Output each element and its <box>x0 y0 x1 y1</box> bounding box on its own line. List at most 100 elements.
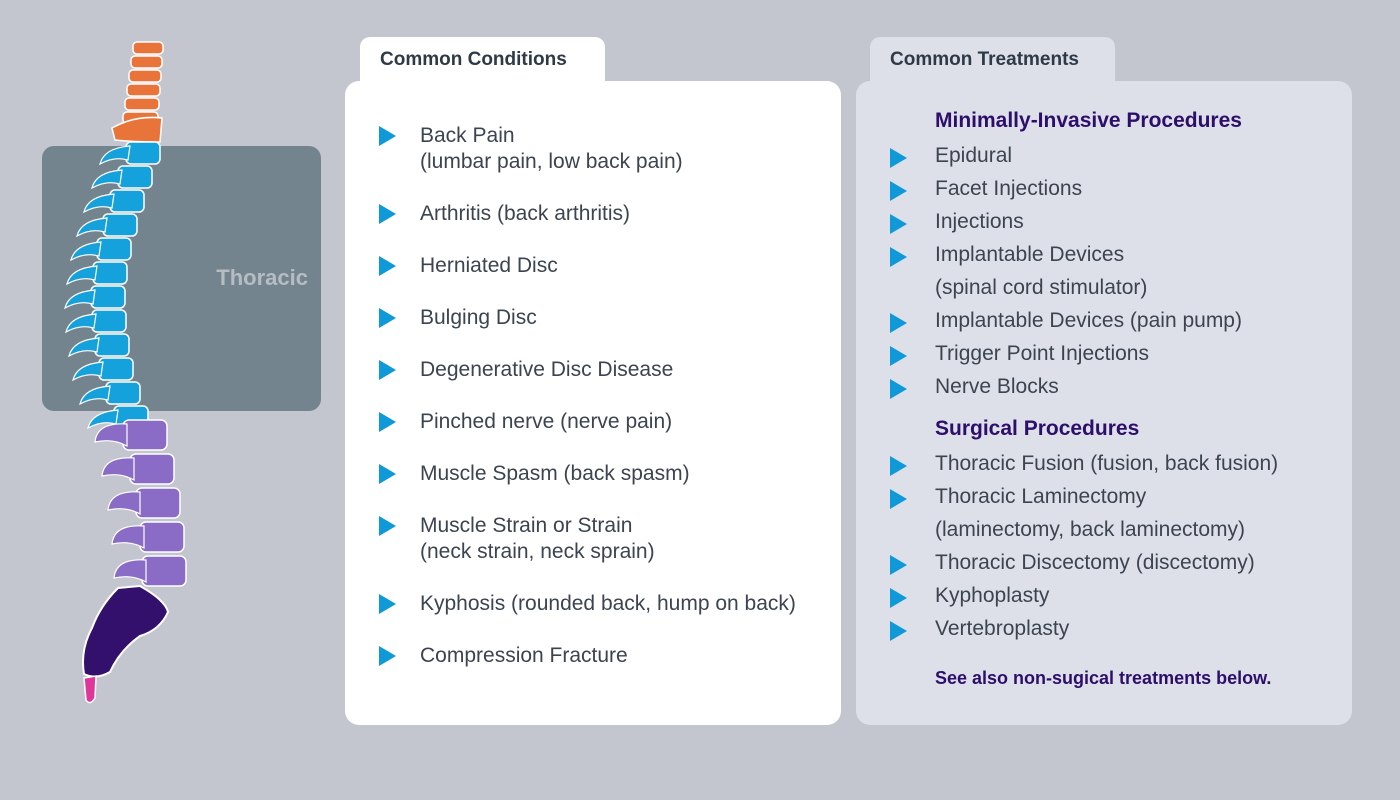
lumbar-vertebra <box>139 521 185 553</box>
lumbar-vertebra <box>129 453 175 485</box>
mi-treatment-item[interactable]: Facet Injections <box>935 172 1082 205</box>
condition-item[interactable]: Degenerative Disc Disease <box>420 357 673 383</box>
thoracic-spinous-process <box>68 337 100 358</box>
mi-treatment-label: Epidural <box>935 144 1013 167</box>
thoracic-vertebra <box>109 189 145 213</box>
thoracic-vertebra <box>98 357 134 381</box>
condition-bullet-icon <box>379 256 396 276</box>
thoracic-spinous-process <box>66 265 98 286</box>
mi-treatment-label: Implantable Devices <box>935 243 1125 266</box>
vertebrae-column <box>64 41 187 704</box>
surgical-treatment-item[interactable]: Thoracic Fusion (fusion, back fusion) <box>935 447 1278 480</box>
condition-item[interactable]: Arthritis (back arthritis) <box>420 201 630 227</box>
mi-treatment-item[interactable]: Injections <box>935 205 1024 238</box>
cervical-vertebra <box>124 97 160 111</box>
lumbar-spinous-process <box>107 491 141 516</box>
lumbar-vertebra <box>122 419 168 451</box>
cervical-vertebra <box>128 69 162 83</box>
condition-bullet-icon <box>379 204 396 224</box>
condition-label: Arthritis (back arthritis) <box>420 202 631 225</box>
condition-item[interactable]: Herniated Disc <box>420 253 558 279</box>
mi-treatment-item[interactable]: Nerve Blocks <box>935 370 1059 403</box>
thoracic-vertebra <box>94 333 130 357</box>
condition-item[interactable]: Back Pain(lumbar pain, low back pain) <box>420 123 683 175</box>
condition-label: Herniated Disc <box>420 254 558 277</box>
condition-label: Muscle Strain or Strain <box>420 514 633 537</box>
condition-bullet-icon <box>379 594 396 614</box>
condition-item[interactable]: Muscle Spasm (back spasm) <box>420 461 690 487</box>
condition-label: Degenerative Disc Disease <box>420 358 674 381</box>
conditions-panel: Back Pain(lumbar pain, low back pain) Art… <box>345 81 841 725</box>
thoracic-vertebra <box>92 261 128 285</box>
condition-bullet-icon <box>379 308 396 328</box>
thoracic-spinous-process <box>70 241 102 262</box>
surgical-treatment-label: Thoracic Laminectomy <box>935 485 1147 508</box>
condition-item[interactable]: Kyphosis (rounded back, hump on back) <box>420 591 796 617</box>
lumbar-spinous-process <box>101 457 135 482</box>
condition-item[interactable]: Pinched nerve (nerve pain) <box>420 409 672 435</box>
thoracic-vertebra <box>90 285 126 309</box>
surgical-treatment-bullet-icon <box>890 588 907 608</box>
surgical-treatment-item[interactable]: Kyphoplasty <box>935 579 1049 612</box>
condition-label: Pinched nerve (nerve pain) <box>420 410 673 433</box>
mi-treatment-item[interactable]: Epidural <box>935 139 1012 172</box>
cervical-vertebra <box>111 116 163 143</box>
mi-treatment-bullet-icon <box>890 148 907 168</box>
thoracic-vertebra <box>96 237 132 261</box>
surgical-treatment-bullet-icon <box>890 489 907 509</box>
condition-bullet-icon <box>379 464 396 484</box>
condition-label: Kyphosis (rounded back, hump on back) <box>420 592 796 615</box>
surgical-treatment-bullet-icon <box>890 555 907 575</box>
condition-label: Compression Fracture <box>420 644 628 667</box>
thoracic-vertebra <box>91 309 127 333</box>
surgical-treatment-label: Vertebroplasty <box>935 617 1070 640</box>
mi-treatment-label: Implantable Devices (pain pump) <box>935 309 1242 332</box>
thoracic-spinous-process <box>65 313 97 334</box>
condition-item[interactable]: Muscle Strain or Strain(neck strain, nec… <box>420 513 655 565</box>
thoracic-spinous-process <box>87 409 119 430</box>
cervical-vertebra <box>130 55 163 69</box>
mi-treatment-sublabel: (spinal cord stimulator) <box>935 276 1148 299</box>
thoracic-spinous-process <box>76 217 108 238</box>
surgical-treatment-label: Kyphoplasty <box>935 584 1050 607</box>
mi-treatment-item[interactable]: Implantable Devices (pain pump) <box>935 304 1242 337</box>
surgical-treatment-item[interactable]: Thoracic Laminectomy (laminectomy, back l… <box>935 480 1245 546</box>
mi-treatment-item[interactable]: Implantable Devices (spinal cord stimulat… <box>935 238 1147 304</box>
surgical-treatment-bullet-icon <box>890 621 907 641</box>
tab-common-treatments[interactable]: Common Treatments <box>870 37 1115 89</box>
tab-common-conditions[interactable]: Common Conditions <box>360 37 605 89</box>
surgical-treatment-sublabel: (laminectomy, back laminectomy) <box>935 518 1246 541</box>
thoracic-vertebra <box>117 165 153 189</box>
condition-bullet-icon <box>379 412 396 432</box>
condition-bullet-icon <box>379 646 396 666</box>
mi-treatment-item[interactable]: Trigger Point Injections <box>935 337 1149 370</box>
mi-treatment-label: Facet Injections <box>935 177 1083 200</box>
mi-treatment-label: Injections <box>935 210 1024 233</box>
mi-treatment-label: Nerve Blocks <box>935 375 1059 398</box>
surgical-treatment-item[interactable]: Thoracic Discectomy (discectomy) <box>935 546 1255 579</box>
thoracic-spinous-process <box>99 145 131 166</box>
minimally-invasive-heading: Minimally-Invasive Procedures <box>935 109 1242 132</box>
condition-item[interactable]: Bulging Disc <box>420 305 537 331</box>
thoracic-spinous-process <box>83 193 115 214</box>
lumbar-vertebra <box>141 555 187 587</box>
condition-item[interactable]: Compression Fracture <box>420 643 628 669</box>
sacrum <box>82 584 170 678</box>
mi-treatment-bullet-icon <box>890 181 907 201</box>
thoracic-vertebra <box>125 141 161 165</box>
mi-treatment-bullet-icon <box>890 247 907 267</box>
condition-label: Bulging Disc <box>420 306 537 329</box>
mi-treatment-bullet-icon <box>890 346 907 366</box>
surgical-treatment-label: Thoracic Fusion (fusion, back fusion) <box>935 452 1279 475</box>
non-surgical-note[interactable]: See also non-sugical treatments below. <box>935 668 1272 688</box>
condition-bullet-icon <box>379 360 396 380</box>
mi-treatment-bullet-icon <box>890 379 907 399</box>
thoracic-spinous-process <box>91 169 123 190</box>
lumbar-vertebra <box>135 487 181 519</box>
condition-bullet-icon <box>379 126 396 146</box>
surgical-treatment-item[interactable]: Vertebroplasty <box>935 612 1069 645</box>
mi-treatment-label: Trigger Point Injections <box>935 342 1149 365</box>
thoracic-vertebra <box>102 213 138 237</box>
condition-label: Muscle Spasm (back spasm) <box>420 462 690 485</box>
